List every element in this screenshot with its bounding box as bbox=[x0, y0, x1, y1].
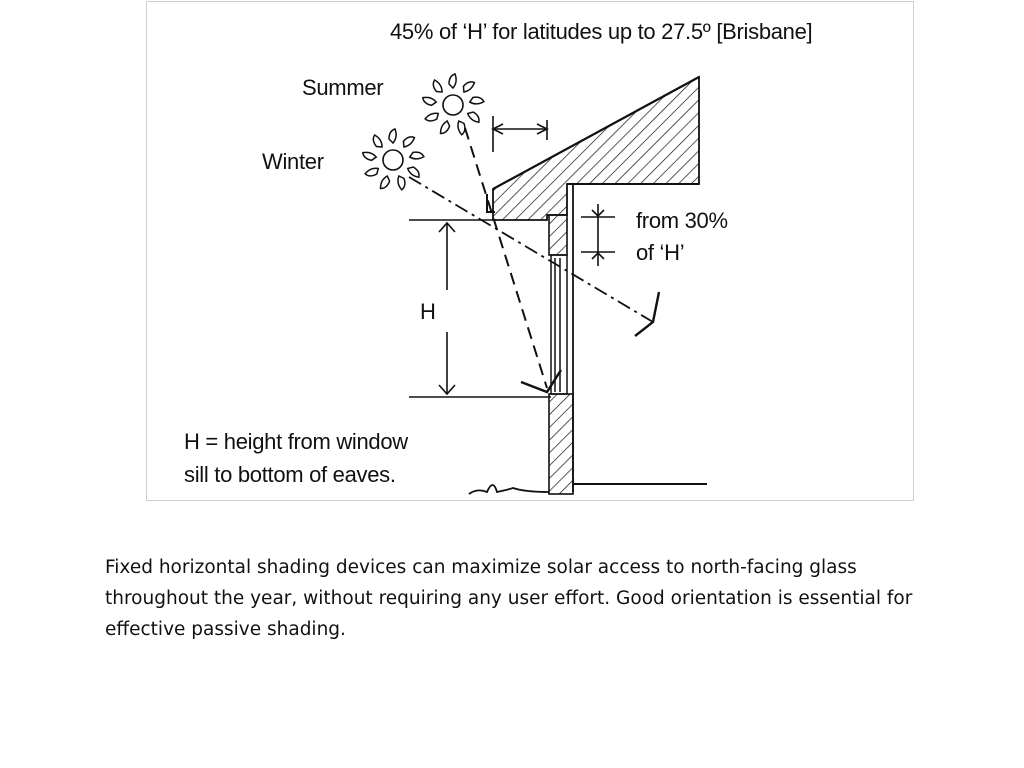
eave-projection-dimension bbox=[491, 116, 549, 152]
fascia-edge bbox=[486, 194, 495, 213]
caption-text: Fixed horizontal shading devices can max… bbox=[105, 557, 913, 640]
wall bbox=[548, 184, 574, 495]
winter-ray-arrowhead bbox=[634, 291, 661, 337]
roof-eaves bbox=[492, 75, 700, 221]
shading-diagram: 45% of ‘H’ for latitudes up to 27.5º [Br… bbox=[146, 1, 914, 501]
summer-label: Summer bbox=[302, 75, 383, 100]
definition-line1: H = height from window bbox=[184, 429, 408, 454]
diagram-title: 45% of ‘H’ for latitudes up to 27.5º [Br… bbox=[390, 19, 812, 44]
summer-ray-arrowhead bbox=[520, 369, 563, 394]
from-label-line1: from 30% bbox=[636, 208, 728, 233]
h-label: H bbox=[420, 299, 436, 324]
winter-sun-ray bbox=[408, 176, 654, 323]
from-label-line2: of ‘H’ bbox=[636, 240, 684, 265]
height-dimension bbox=[409, 219, 551, 398]
winter-label: Winter bbox=[262, 149, 324, 174]
summer-sun-icon bbox=[421, 73, 485, 136]
shading-diagram-svg: 45% of ‘H’ for latitudes up to 27.5º [Br… bbox=[184, 19, 813, 495]
summer-sun-ray bbox=[464, 127, 548, 389]
definition-line2: sill to bottom of eaves. bbox=[184, 462, 396, 487]
winter-sun-icon bbox=[361, 128, 425, 191]
ground-line bbox=[468, 484, 550, 495]
window-head-dimension bbox=[581, 204, 615, 266]
